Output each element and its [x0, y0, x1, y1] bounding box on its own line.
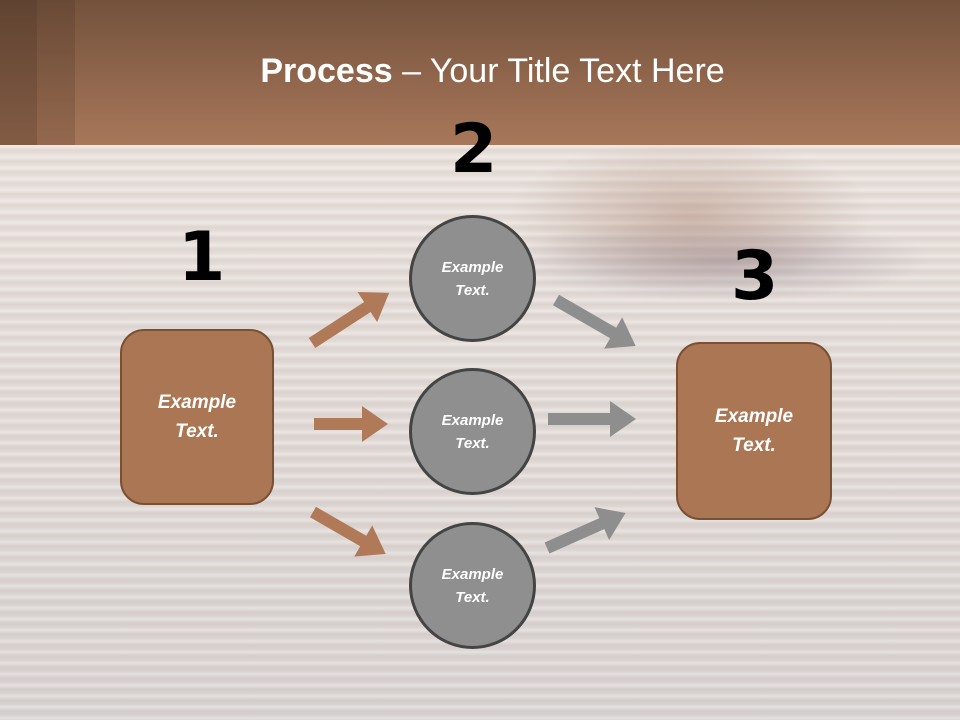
arrow-icon — [310, 506, 386, 557]
arrow-icon — [308, 291, 390, 349]
box-text-line: Text. — [175, 421, 219, 442]
arrow-icon — [314, 406, 388, 442]
arrow-icon — [548, 401, 636, 437]
banner-stripe — [0, 0, 37, 145]
title-banner: Process – Your Title Text Here — [0, 0, 960, 145]
slide-title[interactable]: Process – Your Title Text Here — [0, 52, 960, 91]
circle-text-line: Text. — [455, 434, 490, 452]
banner-stripe — [37, 0, 75, 145]
step-number-1: 1 — [178, 218, 226, 297]
box-text-line: Example — [714, 406, 794, 427]
circle-text-line: Text. — [455, 588, 490, 606]
arrow-icon — [553, 294, 636, 349]
step-number-3: 3 — [731, 237, 779, 316]
arrow-icon — [544, 507, 626, 554]
circle-text-line: Text. — [455, 281, 490, 299]
box-text-line: Example — [157, 392, 237, 413]
title-rest: – Your Title Text Here — [392, 52, 725, 90]
title-bold: Process — [260, 52, 393, 90]
circle-text-line: Example — [441, 258, 504, 276]
circle-text-line: Example — [441, 411, 504, 429]
step-number-2: 2 — [450, 110, 498, 189]
circle-text-line: Example — [441, 565, 504, 583]
box-text-line: Text. — [732, 435, 776, 456]
